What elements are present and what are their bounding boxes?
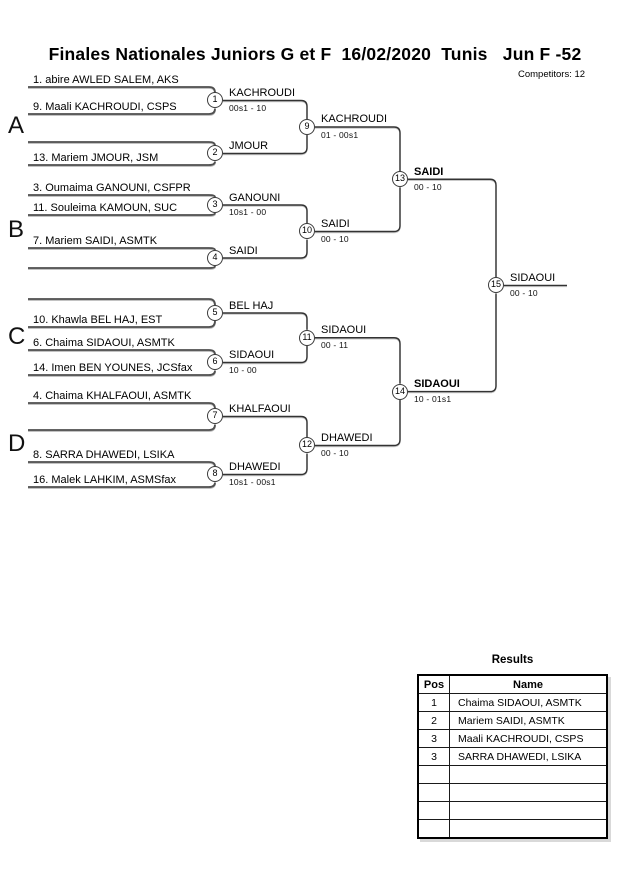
table-row: 1 Chaima SIDAOUI, ASMTK [417,693,608,712]
bracket-slot-name: 13. Mariem JMOUR, JSM [33,152,159,164]
section-label-b: B [8,216,25,243]
results-col-name: Name [449,674,608,694]
match-winner-label: SIDAOUI [414,378,460,390]
champion-label: SIDAOUI [510,272,556,284]
result-pos [417,783,450,802]
match-winner-label: SIDAOUI [321,324,367,336]
match-number-badge: 13 [392,171,408,187]
result-name [449,819,608,839]
match-number-badge: 12 [299,437,315,453]
match-winner-label: KACHROUDI [229,87,296,99]
match-score-label: 00 - 10 [510,288,538,298]
section-label-d: D [8,430,26,457]
page-title: Finales Nationales Juniors G et F 16/02/… [48,44,582,64]
table-row [417,783,608,802]
table-row [417,819,608,839]
result-pos [417,801,450,820]
match-winner-label: SAIDI [321,218,350,230]
table-row [417,801,608,820]
match-winner-label: SAIDI [229,245,258,257]
section-label-a: A [8,112,25,139]
bracket-slot-name: 14. Imen BEN YOUNES, JCSfax [33,362,193,374]
match-winner-label: KACHROUDI [321,113,388,125]
result-name [449,801,608,820]
result-pos: 2 [417,711,450,730]
bracket-slot-name: 7. Mariem SAIDI, ASMTK [33,235,158,247]
result-pos [417,765,450,784]
result-pos: 1 [417,693,450,712]
match-winner-label: SIDAOUI [229,349,275,361]
match-number-badge: 11 [299,330,315,346]
match-number-badge: 3 [207,197,223,213]
result-name [449,783,608,802]
match-score-label: 01 - 00s1 [321,130,359,140]
table-row: 2 Mariem SAIDI, ASMTK [417,711,608,730]
result-pos [417,819,450,839]
match-score-label: 00s1 - 10 [229,103,267,113]
bracket-slot-name: 4. Chaima KHALFAOUI, ASMTK [33,390,192,402]
match-score-label: 00 - 11 [321,340,349,350]
match-winner-label: DHAWEDI [321,432,373,444]
match-number-badge: 2 [207,145,223,161]
match-number-badge: 1 [207,92,223,108]
table-row: 3 Maali KACHROUDI, CSPS [417,729,608,748]
match-number-badge: 4 [207,250,223,266]
match-score-label: 10 - 01s1 [414,394,452,404]
bracket-slot-name: 10. Khawla BEL HAJ, EST [33,314,163,326]
match-score-label: 10s1 - 00s1 [229,477,276,487]
bracket-slot-name: 9. Maali KACHROUDI, CSPS [33,101,177,113]
match-score-label: 00 - 10 [321,448,349,458]
table-row [417,765,608,784]
results-table: Pos Name 1 Chaima SIDAOUI, ASMTK 2 Marie… [417,674,608,839]
result-pos: 3 [417,729,450,748]
match-winner-label: SAIDI [414,166,444,178]
match-score-label: 00 - 10 [414,182,442,192]
competitors-count: Competitors: 12 [518,69,586,80]
table-header-row: Pos Name [417,674,608,694]
bracket-slot-name: 8. SARRA DHAWEDI, LSIKA [33,449,175,461]
result-name: Mariem SAIDI, ASMTK [449,711,608,730]
results-col-pos: Pos [417,674,450,694]
section-label-c: C [8,323,26,350]
match-winner-label: GANOUNI [229,192,281,204]
match-number-badge: 6 [207,354,223,370]
match-score-label: 10s1 - 00 [229,207,267,217]
result-pos: 3 [417,747,450,766]
match-winner-label: KHALFAOUI [229,403,291,415]
match-number-badge: 15 [488,277,504,293]
match-number-badge: 14 [392,384,408,400]
bracket-slot-name: 1. abire AWLED SALEM, AKS [33,74,179,86]
bracket-slot-name: 6. Chaima SIDAOUI, ASMTK [33,337,175,349]
match-number-badge: 8 [207,466,223,482]
result-name: Maali KACHROUDI, CSPS [449,729,608,748]
match-number-badge: 10 [299,223,315,239]
bracket-slot-name: 11. Souleima KAMOUN, SUC [33,202,178,214]
match-score-label: 10 - 00 [229,365,257,375]
match-number-badge: 5 [207,305,223,321]
match-winner-label: JMOUR [229,140,269,152]
match-score-label: 00 - 10 [321,234,349,244]
result-name [449,765,608,784]
bracket-slot-name: 3. Oumaima GANOUNI, CSFPR [33,182,191,194]
table-row: 3 SARRA DHAWEDI, LSIKA [417,747,608,766]
result-name: SARRA DHAWEDI, LSIKA [449,747,608,766]
match-winner-label: BEL HAJ [229,300,274,312]
results-title: Results [491,654,534,666]
match-winner-label: DHAWEDI [229,461,281,473]
result-name: Chaima SIDAOUI, ASMTK [449,693,608,712]
bracket-slot-name: 16. Malek LAHKIM, ASMSfax [33,474,177,486]
match-number-badge: 9 [299,119,315,135]
match-number-badge: 7 [207,408,223,424]
